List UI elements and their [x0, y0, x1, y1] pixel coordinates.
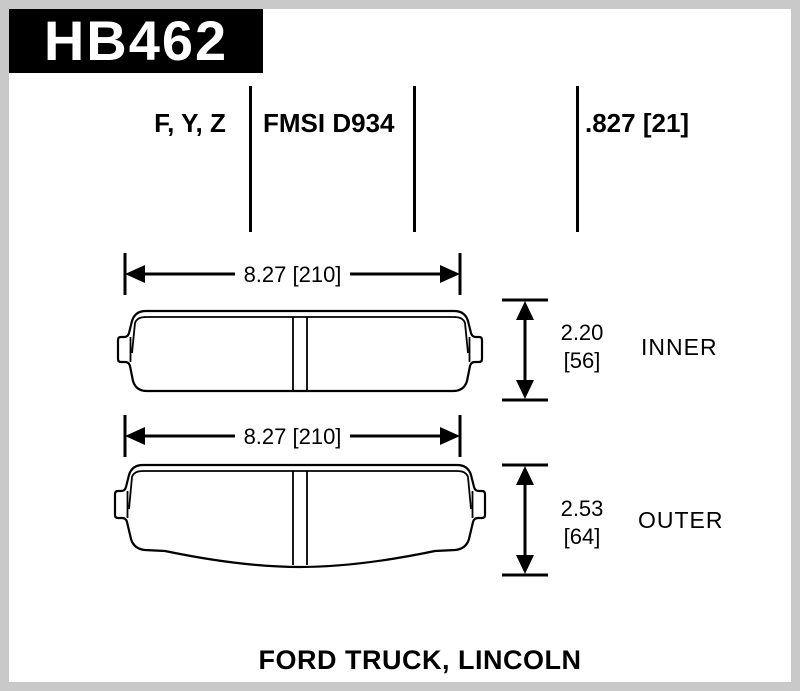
inner-pad-label: INNER [641, 334, 718, 360]
outer-thickness-dimension-arrow [502, 463, 548, 577]
header-divider-2 [413, 86, 416, 232]
header-divider-1 [249, 86, 252, 232]
outer-pad-outline-drawing [113, 463, 487, 569]
inner-width-dimension-arrow [123, 253, 462, 295]
inner-thickness-inches: 2.20 [560, 320, 604, 345]
inner-thickness-label: 2.20 [56] [550, 319, 614, 375]
inner-thickness-dimension-arrow [502, 298, 548, 402]
vehicle-application: FORD TRUCK, LINCOLN [258, 645, 582, 675]
fmsi-number: FMSI D934 [263, 108, 395, 138]
part-number-box: HB462 [9, 9, 263, 73]
part-number: HB462 [43, 9, 229, 72]
pad-thickness-value: .827 [21] [585, 108, 690, 138]
outer-thickness-label: 2.53 [64] [550, 495, 614, 551]
header-divider-3 [576, 86, 579, 232]
outer-width-dimension-arrow [123, 415, 462, 457]
inner-thickness-mm: [56] [563, 348, 601, 373]
outer-thickness-mm: [64] [563, 524, 601, 549]
outer-thickness-inches: 2.53 [560, 496, 604, 521]
inner-pad-outline-drawing [116, 309, 484, 393]
outer-width-dimension-label: 8.27 [210] [243, 424, 342, 449]
inner-width-dimension-label: 8.27 [210] [243, 262, 342, 287]
outer-pad-label: OUTER [638, 507, 724, 533]
compound-codes: F, Y, Z [154, 108, 226, 138]
